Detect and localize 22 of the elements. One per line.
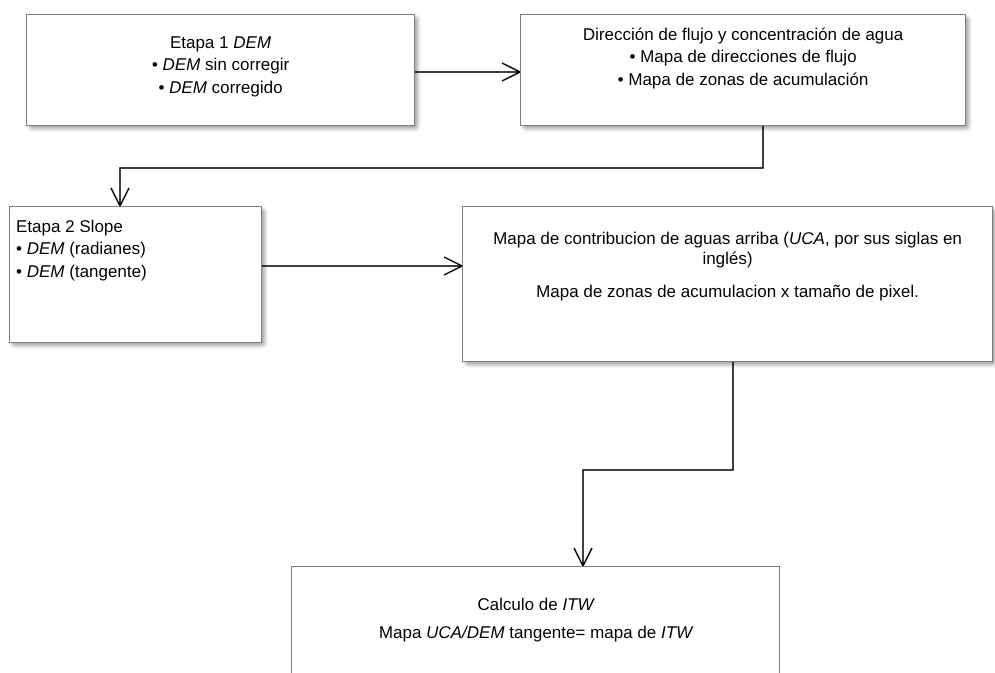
box-heading: Calculo de ITW <box>477 595 594 616</box>
box-heading: Etapa 1 DEM <box>170 33 272 54</box>
box-heading: Etapa 2 Slope <box>16 217 123 238</box>
box-text: Mapa UCA/DEM tangente= mapa de ITW <box>378 623 692 644</box>
process-box <box>26 14 415 126</box>
box-text: • DEM (tangente) <box>16 262 147 282</box>
process-box <box>9 206 262 343</box>
box-heading: Mapa de contribucion de aguas arriba (UCA, por sus siglas en inglés) <box>492 229 963 270</box>
box-text: • DEM corregido <box>158 78 283 98</box>
process-box <box>520 14 966 126</box>
box-text: • DEM sin corregir <box>152 55 290 76</box>
box-text: • DEM (radianes) <box>16 239 146 260</box>
process-box <box>291 566 780 673</box>
box-text: • Mapa de zonas de acumulación <box>618 70 868 90</box>
arrow <box>110 126 764 207</box>
process-box <box>462 206 993 362</box>
box-heading: Dirección de flujo y concentración de agua <box>582 25 904 46</box>
arrow <box>573 362 734 567</box>
box-text: Mapa de zonas de acumulacion x tamaño de pixel. <box>536 282 919 302</box>
arrow <box>415 62 521 82</box>
box-text: • Mapa de direcciones de flujo <box>629 47 857 68</box>
arrow <box>262 256 463 276</box>
